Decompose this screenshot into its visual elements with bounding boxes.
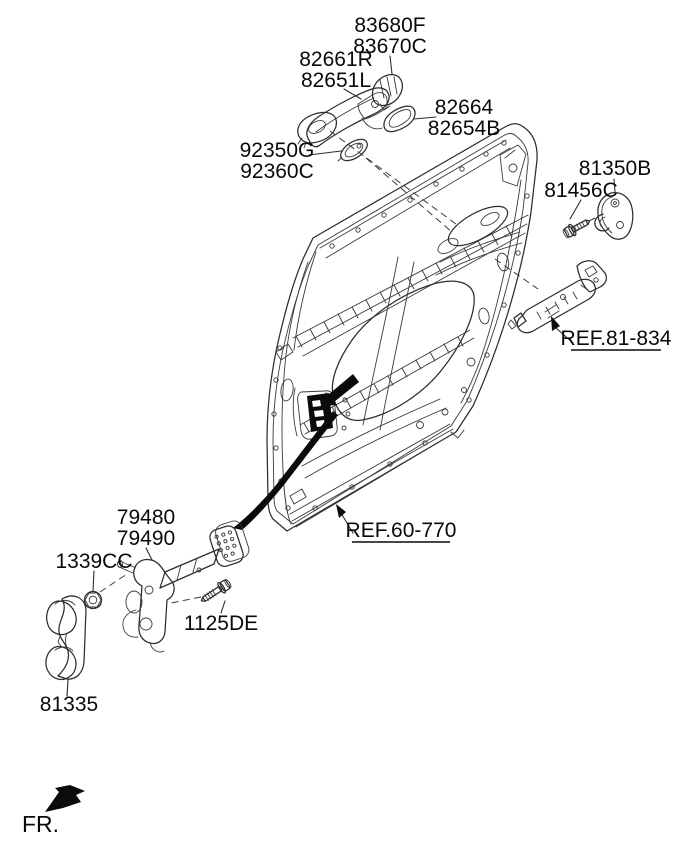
panel-holes: [275, 252, 510, 505]
front-frame-channel: [281, 261, 309, 525]
key-cylinder-pad-drawing: [337, 138, 368, 162]
part-label-door-handle-2: 82651L: [301, 69, 371, 92]
part-label-striker: 81350B: [579, 157, 651, 180]
front-frame-channel-2: [293, 251, 317, 351]
door-outer-outline: [266, 123, 538, 532]
ref-label-door-panel: REF.60-770: [346, 519, 457, 542]
handle-pad-drawing: [383, 105, 416, 133]
door-inner-outline: [272, 133, 529, 525]
right-inner-channel: [460, 179, 522, 404]
handle-cover-drawing: [371, 73, 403, 111]
part-label-handle-pad-1: 82664: [435, 96, 494, 119]
door-striker-drawing: [594, 192, 634, 240]
lower-stiffener-2: [301, 398, 441, 467]
handle-pocket: [435, 205, 523, 276]
part-label-striker-screw: 81456C: [544, 179, 618, 202]
striker-screw-drawing: [562, 219, 591, 239]
ref-door-arrowhead-icon: [336, 504, 346, 518]
ref-latch-arrowhead-icon: [551, 316, 560, 331]
part-label-key-pad-1: 92350G: [240, 139, 315, 162]
window-frame-channel-2: [325, 147, 511, 259]
checker-bolt-drawing: [200, 579, 232, 602]
front-direction-label: FR.: [22, 811, 59, 837]
part-label-door-checker-2: 79490: [117, 527, 175, 550]
part-label-door-checker-1: 79480: [117, 506, 175, 529]
part-label-handle-pad-2: 82654B: [428, 117, 500, 140]
part-label-key-pad-2: 92360C: [240, 160, 314, 183]
window-frame-channel: [319, 139, 507, 249]
front-direction-marker: FR.: [22, 785, 85, 837]
part-label-handle-cover-2: 83670C: [353, 35, 427, 58]
door-pull-handle-drawing: [45, 595, 87, 681]
checker-nut-drawing: [83, 590, 103, 610]
door-checker-drawing: [117, 520, 250, 653]
corner-bracket: [499, 144, 527, 187]
center-channel-right: [379, 261, 415, 431]
part-label-checker-nut: 1339CC: [55, 550, 132, 573]
assembly-dash-lines: [99, 130, 602, 604]
sill-lines: [289, 423, 465, 528]
checker-pointer-swoosh: [233, 411, 338, 530]
door-latch-assembly-drawing: [507, 260, 607, 334]
part-label-checker-bolt: 1125DE: [184, 612, 258, 635]
rear-door-panel-drawing: [233, 123, 538, 532]
leader-lines: [66, 55, 616, 697]
part-label-pull-handle: 81335: [40, 693, 98, 716]
outside-door-handle-drawing: [297, 87, 390, 149]
latch-pointer-arrow-icon: [322, 374, 359, 406]
part-label-handle-cover-1: 83680F: [354, 14, 425, 37]
front-direction-arrow-icon: [45, 785, 85, 812]
lower-stiffener-1: [304, 407, 447, 479]
spot-weld-dots: [271, 140, 530, 511]
inner-panel-opening: [331, 280, 475, 422]
part-label-door-handle-1: 82661R: [299, 48, 373, 71]
center-channel-left: [362, 256, 399, 426]
ref-label-latch: REF.81-834: [561, 327, 672, 350]
